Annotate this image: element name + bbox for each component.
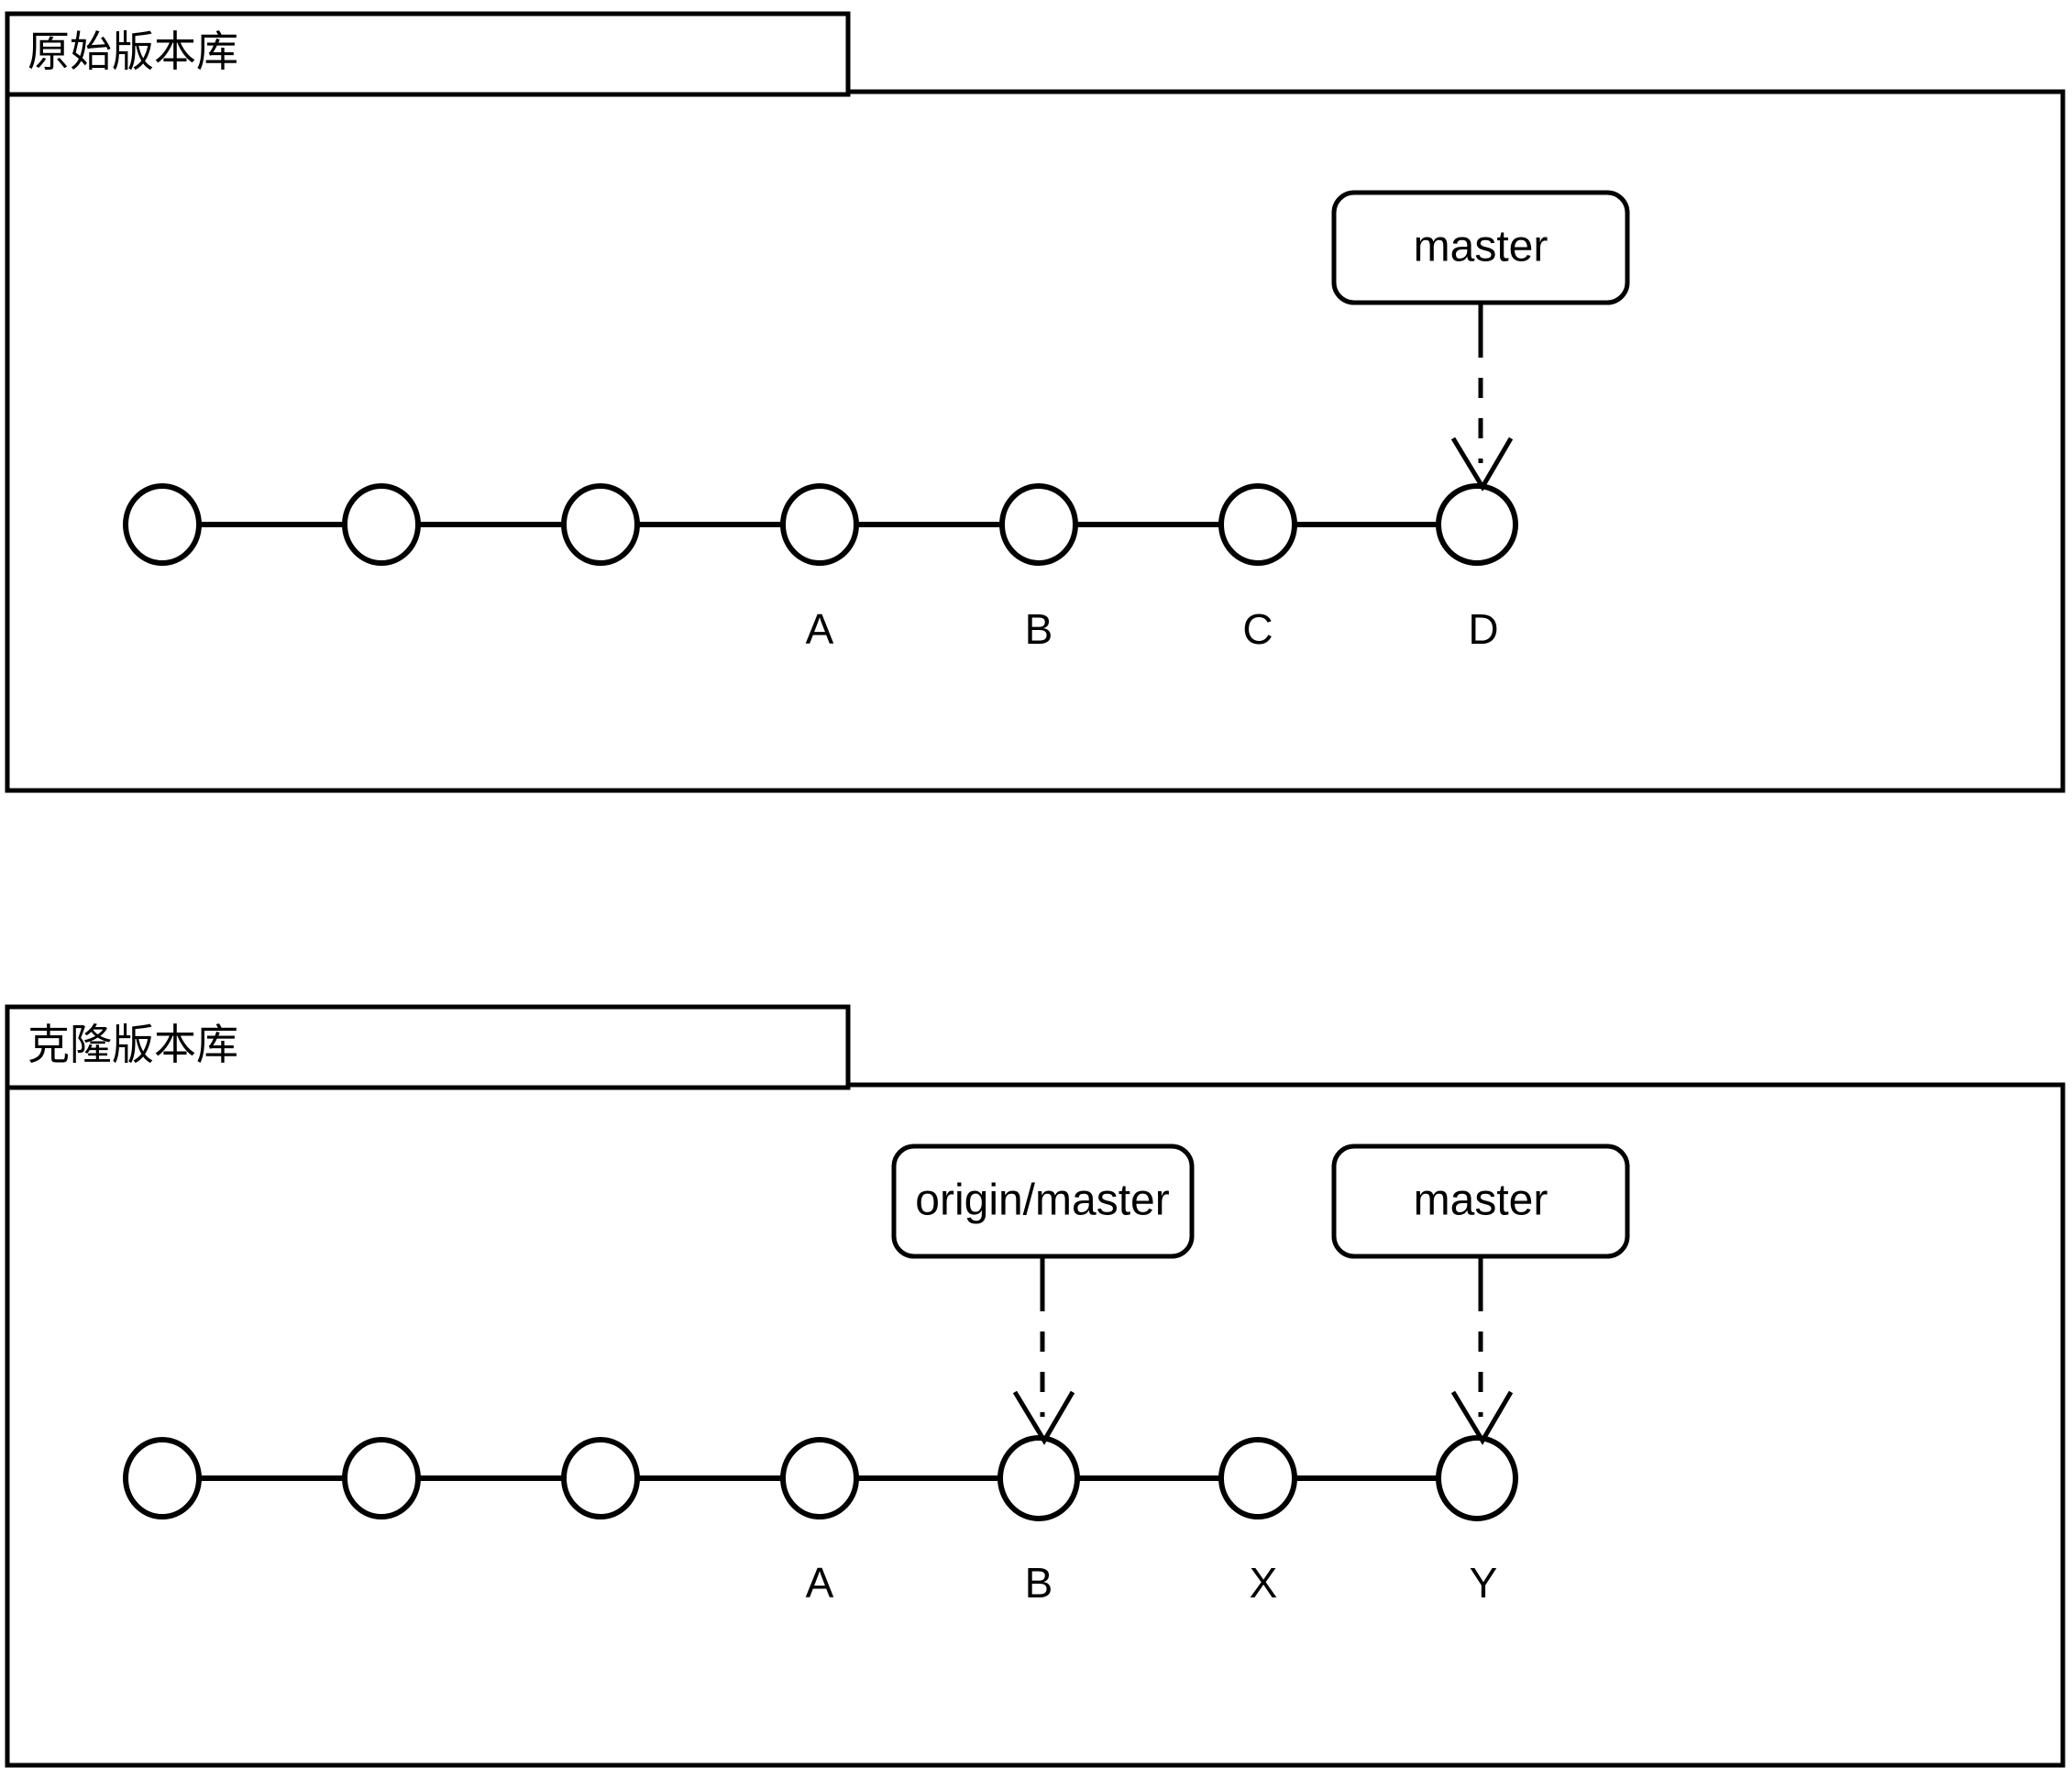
ref-label-origin-master: origin/master (915, 1177, 1169, 1225)
panel-cloned-repository: 克隆版本库 A (5, 1004, 2066, 1768)
panel-tab-cloned (5, 1004, 851, 1090)
commit-node-b[interactable] (999, 483, 1078, 566)
commit-node[interactable] (561, 1437, 640, 1519)
commit-node-c[interactable] (1218, 483, 1297, 566)
commit-node-a[interactable] (780, 1437, 859, 1519)
commit-nodes-original (123, 483, 1518, 566)
commit-label-x: X (1250, 1559, 1278, 1607)
commit-node-a[interactable] (780, 483, 859, 566)
commit-labels-cloned: A B X Y (806, 1559, 1498, 1607)
panel-original-repository: 原始版本库 A (5, 11, 2066, 793)
panel-title-original: 原始版本库 (28, 28, 238, 75)
panel-frame-original (5, 89, 2066, 793)
ref-pointer-arrowhead (1450, 1390, 1514, 1445)
commit-label-c: C (1242, 605, 1273, 653)
ref-master-cloned[interactable]: master (1331, 1144, 1630, 1445)
panel-title-cloned: 克隆版本库 (28, 1021, 238, 1068)
commit-node-x[interactable] (1218, 1437, 1297, 1519)
ref-origin-master-cloned[interactable]: origin/master (891, 1144, 1195, 1445)
commit-node[interactable] (123, 483, 202, 566)
commit-node-d[interactable] (1436, 483, 1518, 566)
ref-label-master: master (1414, 223, 1548, 271)
commit-nodes-cloned (123, 1435, 1518, 1521)
ref-pointer-arrowhead (1012, 1390, 1075, 1445)
commit-label-b: B (1025, 605, 1053, 653)
commit-label-d: D (1468, 605, 1498, 653)
panel-tab-original (5, 11, 851, 97)
commit-node[interactable] (342, 483, 421, 566)
commit-node[interactable] (123, 1437, 202, 1519)
commit-node-y[interactable] (1436, 1435, 1518, 1521)
commit-label-y: Y (1470, 1559, 1498, 1607)
commit-node-b[interactable] (997, 1435, 1080, 1521)
commit-node[interactable] (342, 1437, 421, 1519)
ref-master-original[interactable]: master (1331, 190, 1630, 492)
commit-label-a: A (806, 1559, 834, 1607)
ref-pointer-arrowhead (1450, 436, 1514, 492)
commit-label-a: A (806, 605, 834, 653)
commit-labels-original: A B C D (806, 605, 1499, 653)
ref-label-master: master (1414, 1177, 1548, 1225)
commit-label-b: B (1025, 1559, 1053, 1607)
commit-node[interactable] (561, 483, 640, 566)
